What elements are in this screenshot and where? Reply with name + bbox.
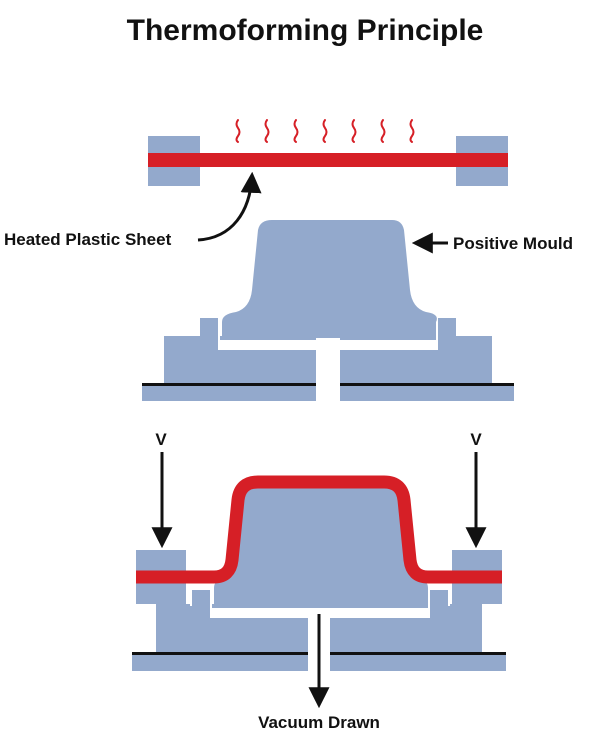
mould-seat <box>198 316 458 350</box>
diagram-title: Thermoforming Principle <box>127 14 484 47</box>
top-stage <box>148 119 508 186</box>
right-base-lower <box>340 385 514 401</box>
positive-mould-label: Positive Mould <box>453 234 573 253</box>
vacuum-drawn-label: Vacuum Drawn <box>258 713 380 732</box>
right-base-line <box>340 383 514 386</box>
vacuum-right-label: V <box>470 430 482 449</box>
formed-plastic-sheet <box>136 475 502 584</box>
right-step <box>438 318 456 336</box>
lower-left-base-line <box>132 652 308 655</box>
heated-sheet-label: Heated Plastic Sheet <box>4 230 172 249</box>
heat-wave-icon <box>235 119 415 143</box>
mould-stage <box>142 220 514 401</box>
left-base-lower <box>142 385 316 401</box>
positive-mould <box>222 220 437 338</box>
lower-right-step <box>430 590 448 606</box>
lower-positive-mould <box>214 488 428 608</box>
vacuum-stage: V V <box>132 430 506 709</box>
lower-right-base-line <box>330 652 506 655</box>
lower-left-base-lower <box>132 655 308 671</box>
left-step <box>200 318 218 336</box>
left-base-line <box>142 383 316 386</box>
lower-right-base-lower <box>330 655 506 671</box>
lower-mould-seat <box>190 588 450 618</box>
heated-sheet-arrow-icon <box>197 171 262 242</box>
heated-plastic-sheet <box>148 153 508 167</box>
lower-left-step <box>192 590 210 606</box>
vacuum-left-label: V <box>155 430 167 449</box>
